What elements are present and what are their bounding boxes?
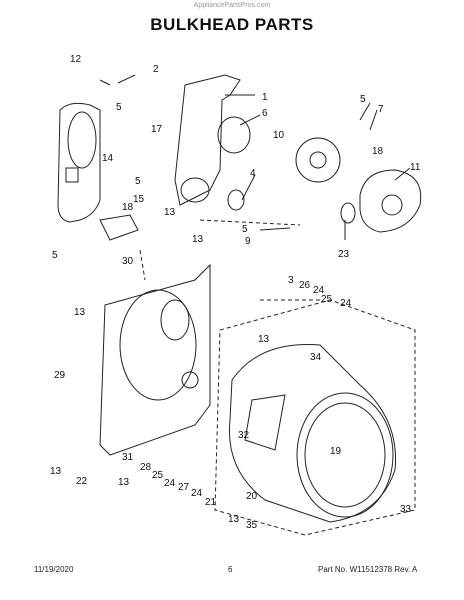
- callout-18: 18: [122, 202, 134, 213]
- callout-27: 27: [178, 482, 190, 493]
- callout-25a: 25: [321, 294, 333, 305]
- callout-13f: 13: [118, 477, 130, 488]
- callout-6: 6: [262, 108, 268, 119]
- callout-20: 20: [246, 491, 258, 502]
- callout-33: 33: [400, 504, 412, 515]
- callout-14: 14: [102, 153, 114, 164]
- callout-7: 7: [378, 104, 384, 115]
- callout-1: 1: [262, 92, 268, 103]
- callout-13b: 13: [192, 234, 204, 245]
- callout-13e: 13: [50, 466, 62, 477]
- callout-11: 11: [410, 162, 421, 173]
- callout-5a: 5: [116, 102, 122, 113]
- callout-28: 28: [140, 462, 152, 473]
- callout-13g: 13: [228, 514, 240, 525]
- callout-31: 30: [122, 256, 134, 267]
- callout-3: 3: [288, 275, 294, 286]
- callout-30: 31: [122, 452, 134, 463]
- callout-5d: 5: [52, 250, 58, 261]
- callout-10: 10: [273, 130, 285, 141]
- callout-24d: 24: [191, 488, 203, 499]
- callout-23: 23: [338, 249, 350, 260]
- callout-12: 12: [70, 54, 82, 65]
- callout-24c: 24: [164, 478, 176, 489]
- callout-22: 22: [76, 476, 88, 487]
- footer-page: 6: [228, 565, 233, 574]
- callout-25b: 25: [152, 470, 164, 481]
- page-title: BULKHEAD PARTS: [150, 15, 314, 34]
- watermark: AppliancePartsPros.com: [193, 2, 271, 9]
- blower-housing: [359, 169, 422, 233]
- callout-4: 4: [250, 168, 256, 179]
- callout-15: 15: [133, 194, 145, 205]
- callout-5c: 5: [242, 224, 248, 235]
- callout-35: 35: [246, 520, 258, 531]
- callout-5b: 5: [135, 176, 141, 187]
- drum: [228, 343, 397, 523]
- callout-24a: 24: [313, 285, 325, 296]
- callout-29: 29: [54, 370, 66, 381]
- callout-9: 9: [245, 236, 251, 247]
- exploded-parts-diagram: 12 2 1 6 5 17 14 5 15 18 13 13 4 5 9 5 3…: [50, 54, 422, 536]
- callout-21: 21: [205, 497, 217, 508]
- callout-13d: 13: [258, 334, 270, 345]
- callout-19: 19: [330, 446, 342, 457]
- callout-34: 34: [310, 352, 322, 363]
- callout-13c: 13: [74, 307, 86, 318]
- callout-26: 26: [299, 280, 311, 291]
- lint-screen: [67, 111, 97, 169]
- blower-wheel: [295, 137, 341, 183]
- front-bulkhead: [174, 74, 241, 206]
- footer-date: 11/19/2020: [34, 565, 74, 574]
- callout-13a: 13: [164, 207, 176, 218]
- callout-2: 2: [153, 64, 159, 75]
- callout-5e: 5: [360, 94, 366, 105]
- footer-part-info: Part No. W11512378 Rev. A: [318, 565, 418, 574]
- callout-32: 32: [238, 430, 250, 441]
- callout-24b: 24: [340, 298, 352, 309]
- lint-filter-housing: [57, 102, 101, 223]
- callout-16: 17: [151, 124, 163, 135]
- rear-bulkhead: [99, 263, 211, 456]
- callout-17: 18: [372, 146, 384, 157]
